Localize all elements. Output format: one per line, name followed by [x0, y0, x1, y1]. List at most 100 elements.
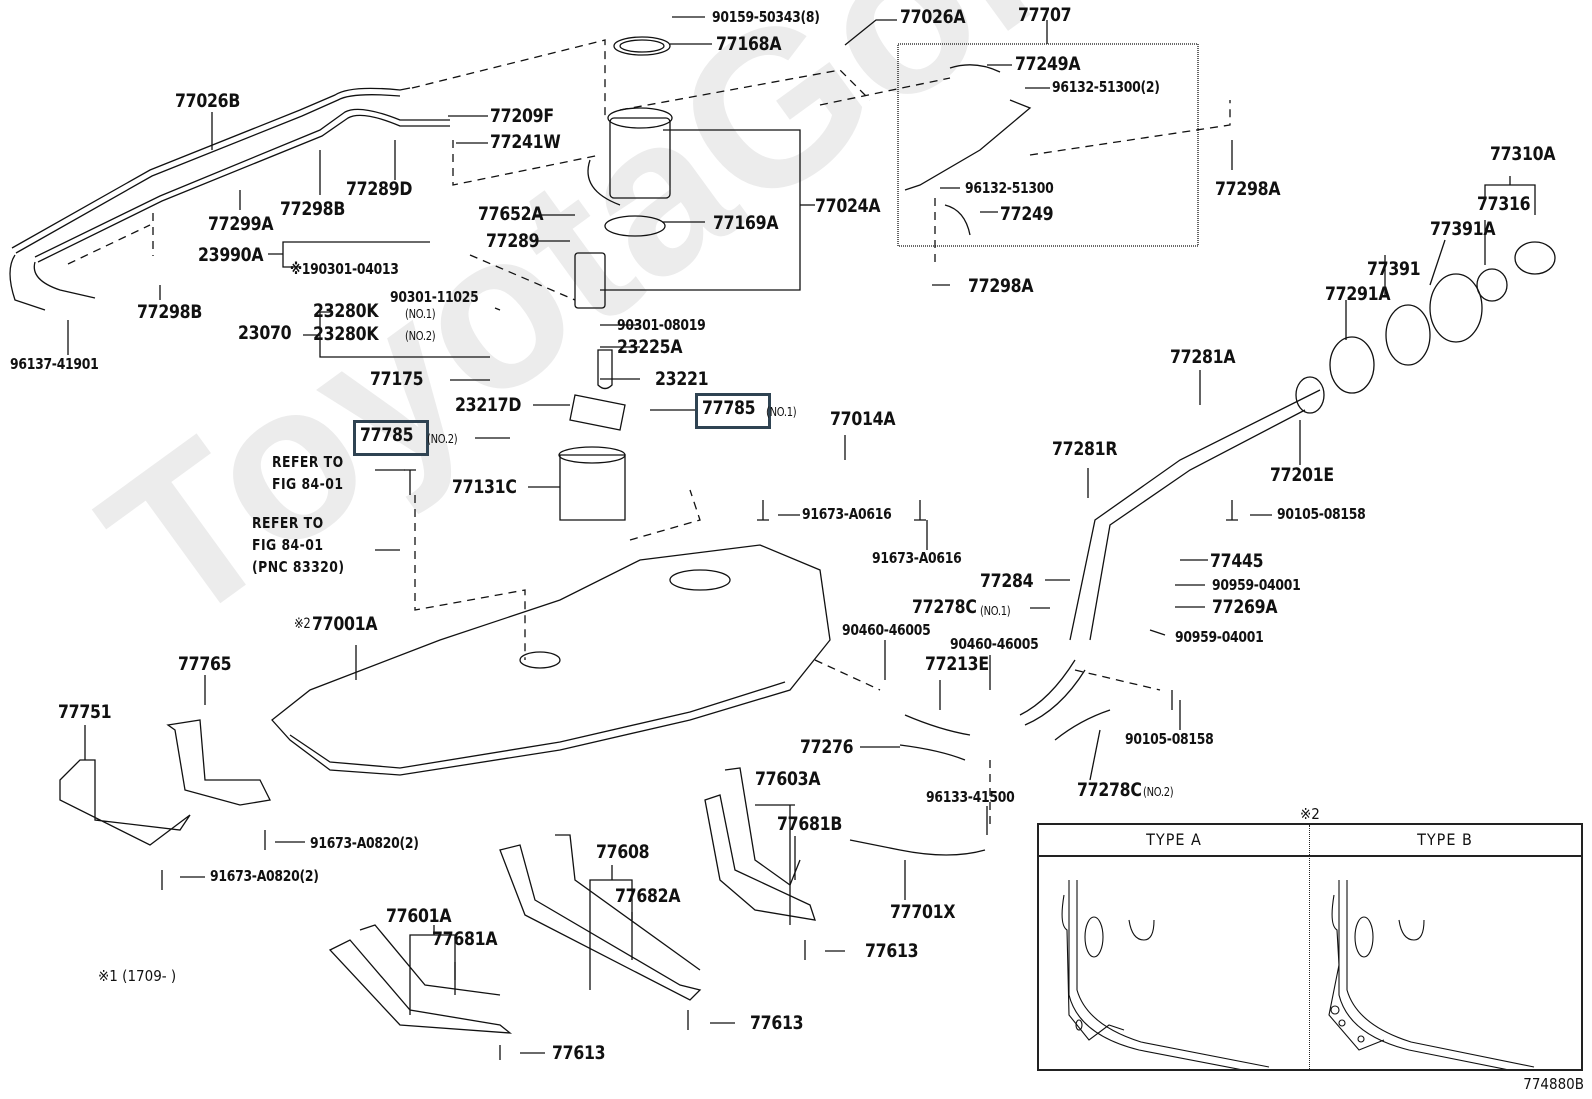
part-label[interactable]: 77291A — [1325, 283, 1391, 305]
part-label[interactable]: 91673-A0616 — [802, 505, 892, 523]
part-label[interactable]: 77201E — [1270, 464, 1334, 486]
figure-number: 774880B — [1523, 1075, 1584, 1093]
part-label[interactable]: 23217D — [455, 394, 522, 416]
fuel-pump-module — [574, 36, 801, 309]
part-label[interactable]: 77284 — [980, 570, 1034, 592]
part-label[interactable]: 77751 — [58, 701, 112, 723]
part-label[interactable]: 91673-A0820(2) — [310, 834, 419, 852]
part-label[interactable]: 23280K — [313, 300, 379, 322]
part-label[interactable]: 77298B — [280, 198, 346, 220]
part-label[interactable]: 90460-46005 — [842, 621, 931, 639]
refer-note: REFER TO — [252, 514, 324, 532]
tank-straps — [328, 767, 816, 1034]
type-b-header: TYPE B — [1309, 825, 1581, 857]
highlight-77785-no2 — [353, 420, 429, 456]
part-label[interactable]: 90959-04001 — [1212, 576, 1301, 594]
type-panel-divider — [1309, 825, 1310, 1069]
part-label[interactable]: 77701X — [890, 901, 956, 923]
brackets — [59, 719, 271, 846]
type-comparison-panel: TYPE A TYPE B — [1037, 823, 1583, 1071]
part-label[interactable]: 90105-08158 — [1277, 505, 1366, 523]
part-label[interactable]: 96137-41901 — [10, 355, 99, 373]
part-label[interactable]: 77613 — [552, 1042, 606, 1064]
part-label[interactable]: 90460-46005 — [950, 635, 1039, 653]
part-label[interactable]: 77249A — [1015, 53, 1081, 75]
part-label[interactable]: 96133-41500 — [926, 788, 1015, 806]
production-note: ※1 (1709- ) — [98, 967, 177, 985]
part-label[interactable]: 77310A — [1490, 143, 1556, 165]
part-label[interactable]: 77289D — [346, 178, 413, 200]
part-label[interactable]: 77391A — [1430, 218, 1496, 240]
part-label[interactable]: 77209F — [490, 105, 554, 127]
part-label[interactable]: 77168A — [716, 33, 782, 55]
part-label[interactable]: 77026A — [900, 6, 966, 28]
part-label[interactable]: 77169A — [713, 212, 779, 234]
part-label[interactable]: 77241W — [490, 131, 561, 153]
part-label[interactable]: 96132-51300(2) — [1052, 78, 1160, 96]
part-label[interactable]: 77608 — [596, 841, 650, 863]
part-label-note: (NO.1) — [405, 307, 436, 321]
part-label[interactable]: 90159-50343(8) — [712, 8, 820, 26]
part-label[interactable]: 77298A — [1215, 178, 1281, 200]
part-label[interactable]: 77278C — [912, 596, 977, 618]
part-label[interactable]: 90301-11025 — [390, 288, 479, 306]
part-label[interactable]: 77298B — [137, 301, 203, 323]
part-label[interactable]: 90959-04001 — [1175, 628, 1264, 646]
part-label[interactable]: 96132-51300 — [965, 179, 1054, 197]
type-a-drawing — [1061, 880, 1270, 1069]
part-label[interactable]: 77391 — [1367, 258, 1421, 280]
part-label[interactable]: 23225A — [617, 336, 683, 358]
part-label[interactable]: 23990A — [198, 244, 264, 266]
part-label[interactable]: 77298A — [968, 275, 1034, 297]
part-label[interactable]: 77276 — [800, 736, 854, 758]
part-label[interactable]: 77765 — [178, 653, 232, 675]
part-label[interactable]: 77681B — [777, 813, 843, 835]
part-label[interactable]: 77652A — [478, 203, 544, 225]
part-label[interactable]: 77613 — [750, 1012, 804, 1034]
part-label[interactable]: 77613 — [865, 940, 919, 962]
part-label[interactable]: 77289 — [486, 230, 540, 252]
part-label[interactable]: 77682A — [615, 885, 681, 907]
bolts — [161, 469, 1238, 1060]
part-label[interactable]: 91673-A0616 — [872, 549, 962, 567]
part-label[interactable]: 91673-A0820(2) — [210, 867, 319, 885]
part-label[interactable]: 77299A — [208, 213, 274, 235]
part-label[interactable]: 77603A — [755, 768, 821, 790]
part-label[interactable]: 23280K — [313, 323, 379, 345]
part-label[interactable]: 77269A — [1212, 596, 1278, 618]
part-label[interactable]: 77601A — [386, 905, 452, 927]
fuel-tank — [271, 544, 831, 776]
part-label[interactable]: 77316 — [1477, 193, 1531, 215]
part-label[interactable]: 77445 — [1210, 550, 1264, 572]
part-label[interactable]: 77026B — [175, 90, 241, 112]
part-label[interactable]: 90105-08158 — [1125, 730, 1214, 748]
refer-note: FIG 84-01 — [272, 475, 344, 493]
part-label[interactable]: 23221 — [655, 368, 709, 390]
part-label[interactable]: 77175 — [370, 368, 424, 390]
part-label[interactable]: 77014A — [830, 408, 896, 430]
vapor-hoses — [904, 64, 1032, 236]
part-label-highlighted[interactable]: 77785 — [702, 397, 756, 419]
filler-pipe — [1019, 241, 1556, 726]
type-panel-artwork — [1061, 880, 1535, 1069]
part-label-highlighted[interactable]: 77785 — [360, 424, 414, 446]
assembly-box-77707 — [897, 43, 1199, 247]
part-label[interactable]: 77131C — [452, 476, 517, 498]
part-label[interactable]: ※190301-04013 — [290, 260, 399, 278]
part-label[interactable]: 77281R — [1052, 438, 1118, 460]
part-label[interactable]: 77249 — [1000, 203, 1054, 225]
part-label[interactable]: 77281A — [1170, 346, 1236, 368]
part-label-note: (NO.2) — [405, 329, 436, 343]
part-label[interactable]: 77024A — [815, 195, 881, 217]
part-label[interactable]: 77278C — [1077, 779, 1142, 801]
highlight-77785-no1 — [695, 393, 771, 429]
part-label[interactable]: 23070 — [238, 322, 292, 344]
part-label[interactable]: 77213E — [925, 653, 989, 675]
part-label[interactable]: 77707 — [1018, 4, 1072, 26]
part-label[interactable]: 77001A — [312, 613, 378, 635]
part-label[interactable]: 77681A — [432, 928, 498, 950]
type-a-header: TYPE A — [1039, 825, 1309, 857]
part-label[interactable]: 90301-08019 — [617, 316, 706, 334]
